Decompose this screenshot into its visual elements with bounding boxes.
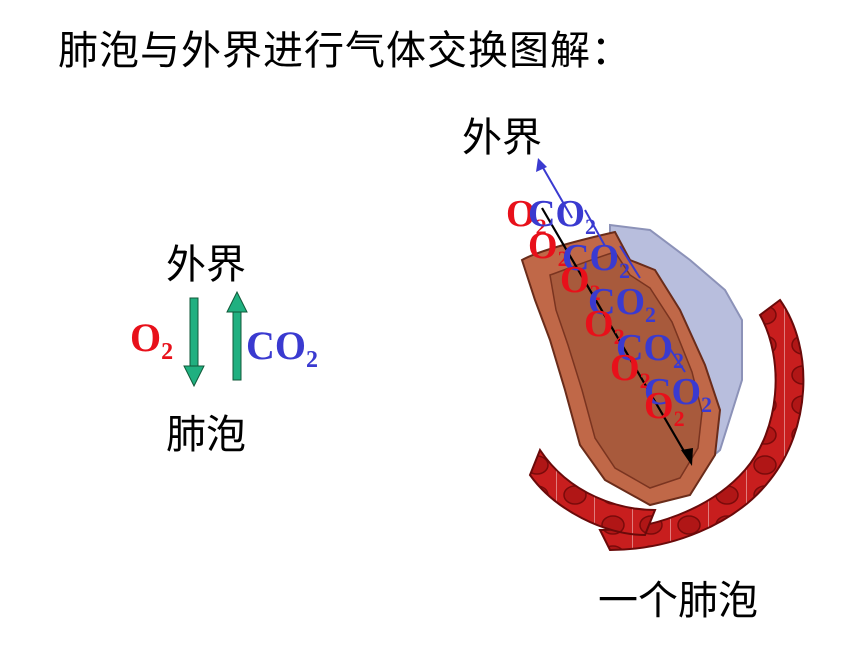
o2-inward-arrow (541, 207, 689, 459)
left-o2-label: O2 (130, 315, 174, 365)
gas-co2-1: CO2 (528, 193, 596, 239)
gas-co2-2: CO2 (562, 237, 630, 283)
page-title: 肺泡与外界进行气体交换图解： (58, 28, 632, 74)
co2-outward-arrow-3 (619, 245, 641, 279)
gas-co2-5: CO2 (644, 371, 712, 417)
gas-o2-4: O2 (584, 303, 625, 349)
co2-outward-arrow-1 (541, 165, 573, 219)
gas-o2-1: O2 (506, 193, 547, 239)
gas-exchange-arrows (183, 290, 248, 388)
alveolus-cavity (549, 251, 703, 489)
o2-down-arrow (183, 297, 205, 388)
gas-co2-3: CO2 (588, 281, 656, 327)
gas-o2-3: O2 (560, 259, 601, 305)
gas-o2-5: O2 (610, 347, 651, 393)
left-alveolus-label: 肺泡 (166, 412, 246, 458)
capillary-lower (528, 447, 657, 537)
co2-outward-arrow-4 (662, 337, 686, 373)
alveolus-illustration: O2 CO2 O2 CO2 O2 CO2 O2 CO2 O2 CO2 O2 (506, 158, 805, 552)
left-co2-label: CO2 (246, 323, 318, 373)
alveolus-caption: 一个肺泡 (598, 578, 758, 624)
gas-co2-4: CO2 (616, 327, 684, 373)
capillary (598, 298, 805, 552)
left-outside-label: 外界 (166, 242, 246, 288)
diffusing-gas-labels: O2 CO2 O2 CO2 O2 CO2 O2 CO2 O2 CO2 O2 (506, 193, 712, 431)
gas-o2-2: O2 (528, 225, 569, 271)
right-outside-label: 外界 (462, 115, 542, 161)
co2-up-arrow (226, 290, 248, 381)
gas-o2-6: O2 (644, 385, 685, 431)
co2-outward-arrow-2 (584, 209, 606, 247)
